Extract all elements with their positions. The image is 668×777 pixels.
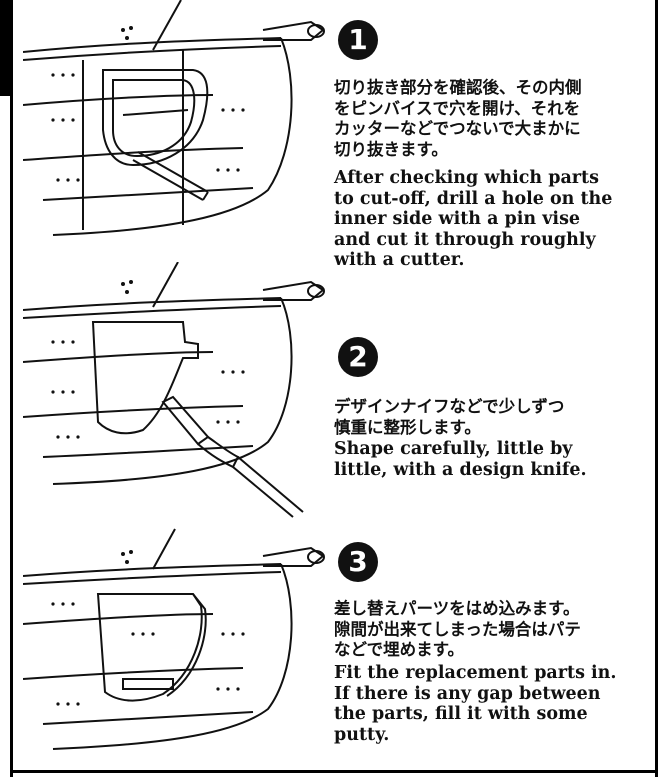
- frame-left-border: [10, 0, 13, 777]
- step-3-japanese-text: 差し替えパーツをはめ込みます。 隙間が出来てしまった場合はパテ などで埋めます。: [334, 599, 581, 659]
- step-3-english-text: Fit the replacement parts in. If there i…: [334, 663, 617, 745]
- step-3-fuselage-illustration: [23, 528, 325, 750]
- step-1-number-badge: 1: [338, 20, 378, 60]
- step-1-english-text: After checking which parts to cut-off, d…: [334, 168, 613, 270]
- step-2-fuselage-illustration: [23, 262, 325, 518]
- corner-tab: [0, 0, 10, 96]
- step-3-number-badge: 3: [338, 542, 378, 582]
- step-2-japanese-text: デザインナイフなどで少しずつ 慎重に整形します。: [334, 397, 565, 437]
- frame-right-border: [655, 0, 658, 777]
- step-2: 2 デザインナイフなどで少しずつ 慎重に整形します。 Shape careful…: [13, 262, 655, 522]
- step-1: 1 切り抜き部分を確認後、その内側 をピンバイスで穴を開け、それを カッターなど…: [13, 0, 655, 270]
- step-1-fuselage-illustration: [23, 0, 325, 236]
- step-2-english-text: Shape carefully, little by little, with …: [334, 439, 587, 480]
- bottom-rule: [10, 770, 658, 773]
- step-3: 3 差し替えパーツをはめ込みます。 隙間が出来てしまった場合はパテ などで埋めま…: [13, 524, 655, 770]
- step-1-japanese-text: 切り抜き部分を確認後、その内側 をピンバイスで穴を開け、それを カッターなどでつ…: [334, 78, 582, 159]
- step-2-number-badge: 2: [338, 337, 378, 377]
